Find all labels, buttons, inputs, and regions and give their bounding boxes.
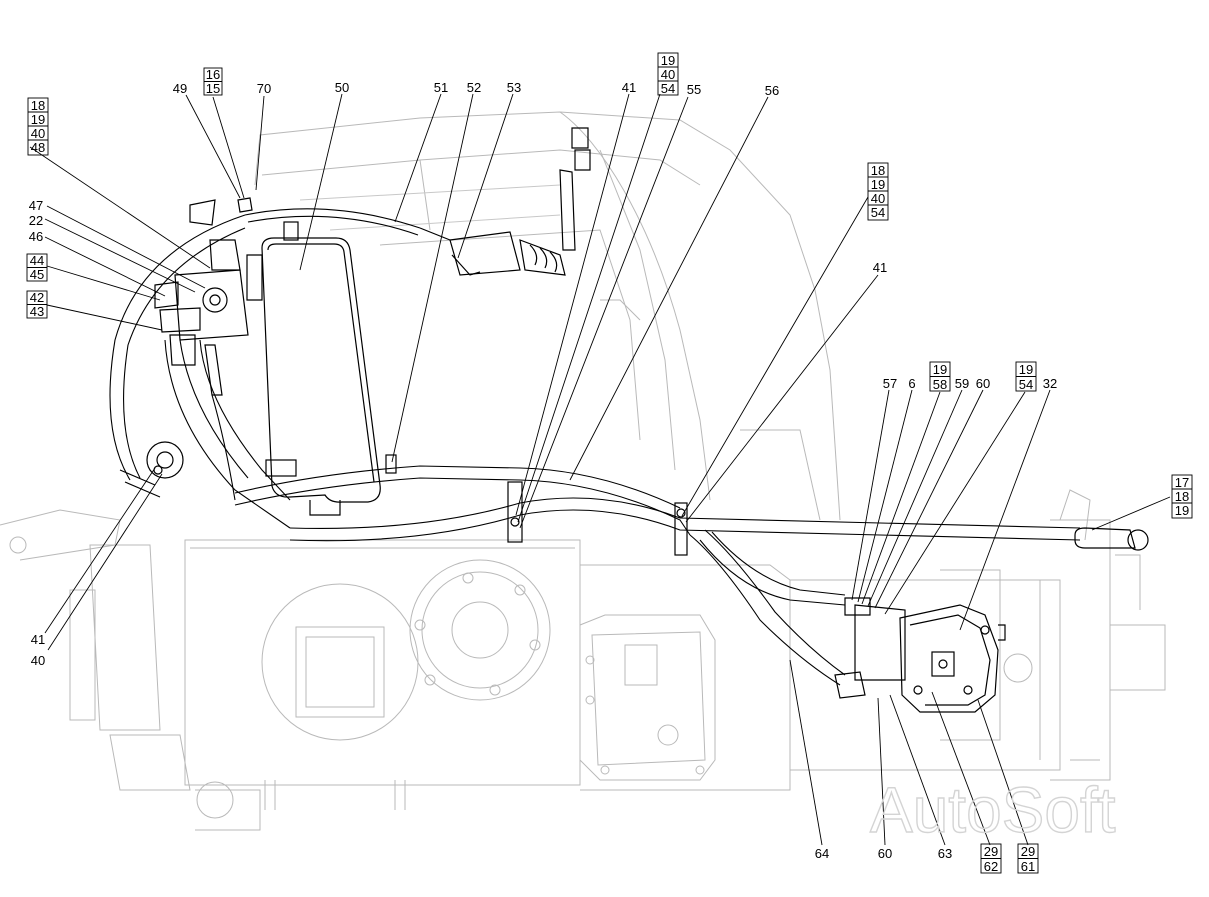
callout-stack-18-19-40-54: 18 19 40 54 (867, 162, 889, 221)
callout-29: 29 (984, 844, 998, 859)
callout-62: 62 (984, 859, 998, 874)
callout-59: 59 (955, 376, 969, 391)
callout-49: 49 (173, 81, 187, 96)
callout-43: 43 (30, 304, 44, 319)
callout-19: 19 (933, 362, 947, 377)
callout-64: 64 (815, 846, 829, 861)
callout-54: 54 (871, 205, 885, 220)
callout-6: 6 (908, 376, 915, 391)
callout-60-top: 60 (976, 376, 990, 391)
callout-63: 63 (938, 846, 952, 861)
callout-18: 18 (871, 163, 885, 178)
callout-41-right: 41 (873, 260, 887, 275)
lift-cylinder-assembly (419, 127, 591, 276)
callout-29: 29 (1021, 844, 1035, 859)
callout-40: 40 (871, 191, 885, 206)
callout-19: 19 (661, 53, 675, 68)
callout-17: 17 (1175, 475, 1189, 490)
callout-15: 15 (206, 81, 220, 96)
tractor-body-outline (0, 111, 1166, 831)
callout-stack-19-54: 19 54 (1015, 361, 1037, 392)
callout-52: 52 (467, 80, 481, 95)
callout-40: 40 (661, 67, 675, 82)
callout-45: 45 (30, 267, 44, 282)
callout-42: 42 (30, 290, 44, 305)
callout-58: 58 (933, 377, 947, 392)
callout-70: 70 (257, 81, 271, 96)
callout-19: 19 (871, 177, 885, 192)
callout-stack-17-18-19: 17 18 19 (1171, 474, 1193, 519)
callout-stack-18-19-40-48: 18 19 40 48 (27, 97, 49, 156)
callout-22: 22 (29, 213, 43, 228)
callout-stack-29-62: 29 62 (980, 843, 1002, 874)
callout-40: 40 (31, 126, 45, 141)
callout-56: 56 (765, 83, 779, 98)
callout-50: 50 (335, 80, 349, 95)
callout-stack-19-40-54: 19 40 54 (657, 52, 679, 96)
callout-stack-19-58: 19 58 (929, 361, 951, 392)
callout-51: 51 (434, 80, 448, 95)
leader-lines (29, 93, 1171, 846)
callout-stack-29-61: 29 61 (1017, 843, 1039, 874)
callout-18: 18 (31, 98, 45, 113)
callout-60-bottom: 60 (878, 846, 892, 861)
hydraulic-tank (261, 221, 397, 516)
callout-53: 53 (507, 80, 521, 95)
hydraulic-hoses (109, 208, 1149, 686)
callout-54: 54 (1019, 377, 1033, 392)
callout-19: 19 (1175, 503, 1189, 518)
callout-57: 57 (883, 376, 897, 391)
control-valve-block (154, 197, 263, 396)
watermark: AutoSoft (870, 774, 1116, 846)
callout-19: 19 (31, 112, 45, 127)
callout-32: 32 (1043, 376, 1057, 391)
callout-55: 55 (687, 82, 701, 97)
callout-19: 19 (1019, 362, 1033, 377)
callout-44: 44 (30, 253, 44, 268)
hydraulic-pump (834, 597, 1006, 713)
callout-stack-16-15: 16 15 (203, 67, 223, 96)
callout-labels: 49 70 50 51 52 53 41 55 56 47 22 46 41 5… (26, 52, 1193, 874)
callout-61: 61 (1021, 859, 1035, 874)
callout-16: 16 (206, 67, 220, 82)
callout-40: 40 (31, 653, 45, 668)
callout-41-top: 41 (622, 80, 636, 95)
callout-41-left: 41 (31, 632, 45, 647)
callout-54: 54 (661, 81, 675, 96)
callout-stack-42-43: 42 43 (26, 290, 48, 319)
callout-47: 47 (29, 198, 43, 213)
callout-48: 48 (31, 140, 45, 155)
callout-stack-44-45: 44 45 (26, 253, 48, 282)
callout-18: 18 (1175, 489, 1189, 504)
callout-46: 46 (29, 229, 43, 244)
